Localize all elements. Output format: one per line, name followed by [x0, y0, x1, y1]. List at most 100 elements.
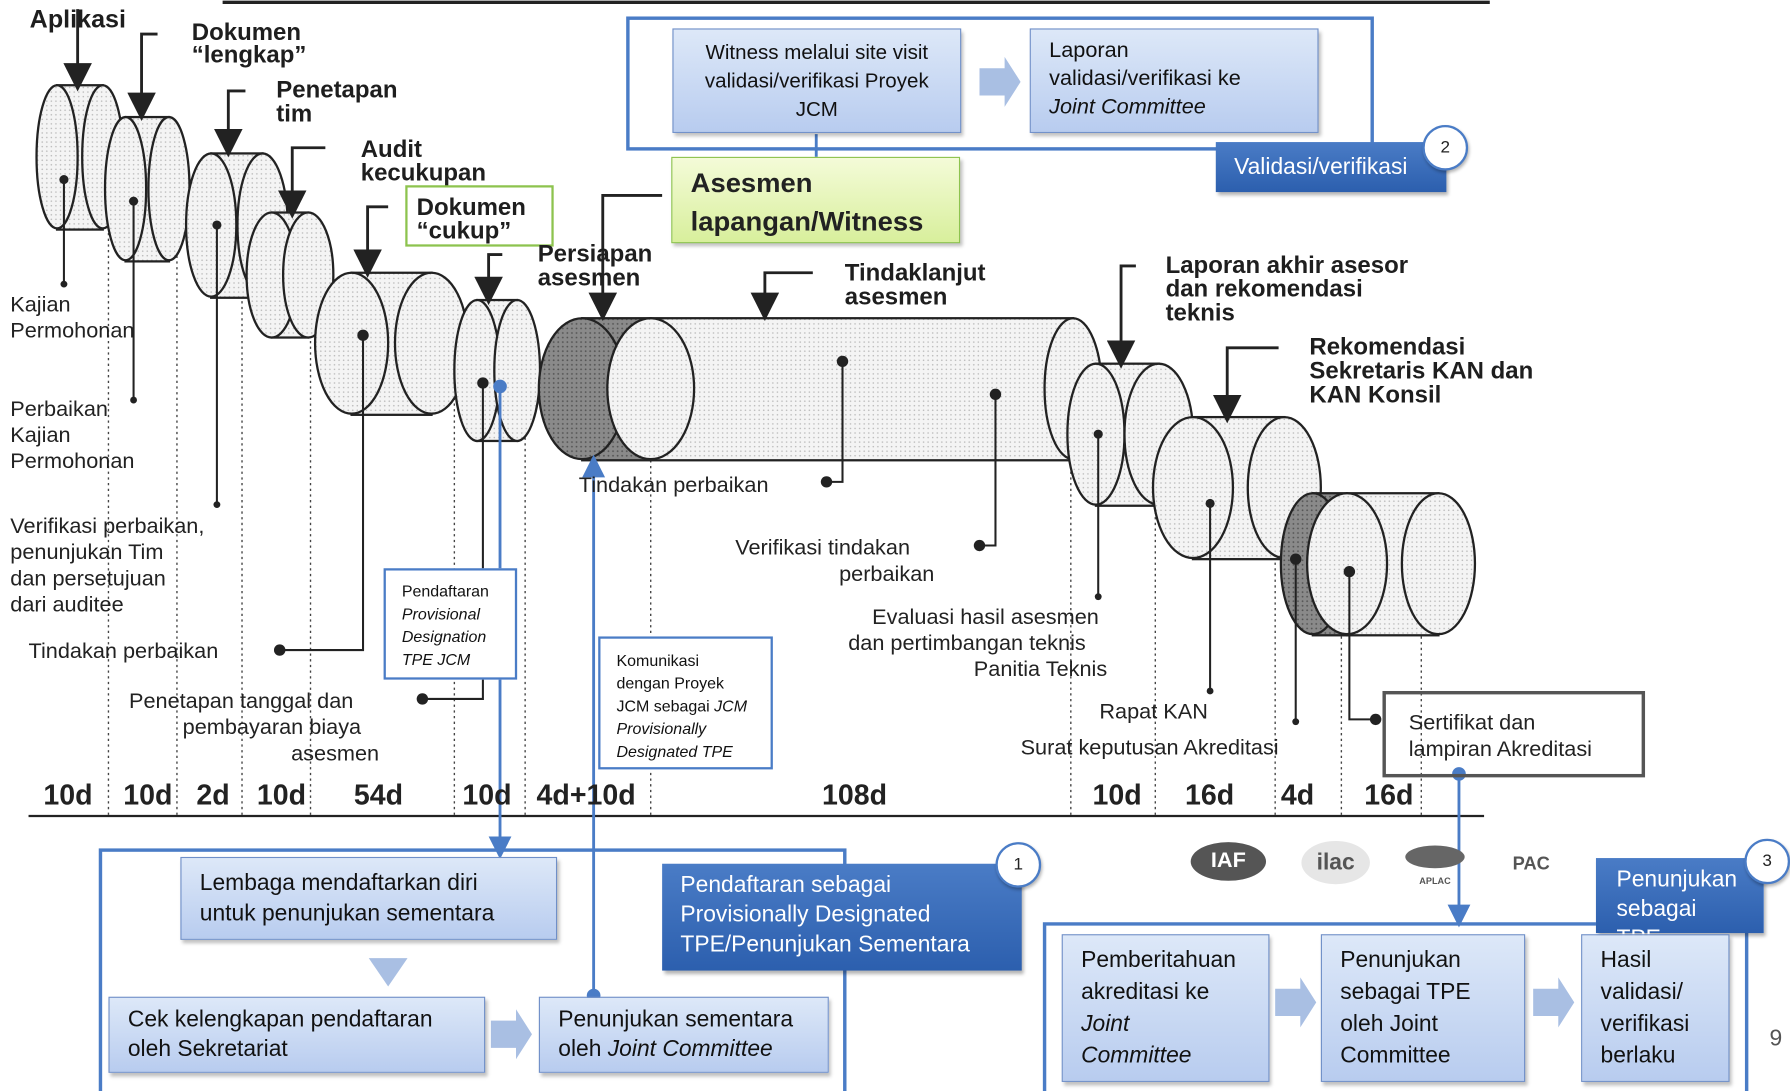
penunjukan-sementara-line-2: oleh Joint Committee — [558, 1034, 809, 1064]
badge-1: 1 — [995, 842, 1042, 888]
label-rekomendasi-2: Sekretaris KAN dan — [1309, 357, 1534, 385]
cek-line-2: oleh Sekretariat — [127, 1036, 288, 1062]
cek-line-1: Cek kelengkapan pendaftaran — [127, 1006, 433, 1032]
aplac-globe-icon — [1405, 845, 1465, 869]
label-perbaikan-3: Permohonan — [10, 450, 135, 474]
label-penetapan-tim-2: tim — [276, 101, 313, 128]
penunjukan-sementara-line-1: Penunjukan sementara — [558, 1006, 794, 1032]
kom-line-5: Designated TPE — [616, 742, 733, 761]
pd-line-1: Pendaftaran — [401, 581, 489, 601]
pd-line-3: Designation — [401, 627, 487, 646]
day-label-11: 4d — [1280, 779, 1315, 812]
label-rapat-kan: Rapat KAN — [1099, 700, 1208, 724]
day-label-6: 10d — [462, 779, 512, 812]
hasil-line-1: Hasil — [1600, 947, 1652, 973]
day-label-3: 2d — [196, 779, 230, 812]
pendaftaran-pd-box: Pendaftaran Provisional Designation TPE … — [383, 568, 518, 680]
day-label-4: 10d — [256, 779, 307, 812]
lembaga-mendaftar-box: Lembaga mendaftarkan diri untuk penunjuk… — [180, 856, 558, 940]
kom-line-3: JCM sebagai JCM — [616, 694, 754, 717]
label-dokumen-cukup-1: Dokumen — [416, 194, 526, 221]
laporan-line-2: validasi/verifikasi ke — [1049, 67, 1241, 91]
pd-line-2: Provisional — [401, 604, 481, 623]
badge-3: 3 — [1744, 838, 1790, 885]
day-label-10: 16d — [1184, 779, 1235, 812]
tag3-line-1: Penunjukan — [1616, 867, 1738, 893]
label-tindakan-perbaikan-mid: Tindakan perbaikan — [578, 473, 769, 498]
day-label-12: 16d — [1364, 779, 1414, 812]
day-label-1: 10d — [43, 779, 93, 812]
label-verifikasi-2: penunjukan Tim — [10, 540, 164, 565]
label-dokumen-cukup-2: “cukup” — [416, 218, 512, 245]
day-label-2: 10d — [123, 779, 173, 812]
laporan-validasi-box: Laporan validasi/verifikasi ke Joint Com… — [1029, 28, 1319, 133]
hasil-line-3: verifikasi — [1600, 1011, 1690, 1037]
label-evaluasi-1: Evaluasi hasil asesmen — [872, 605, 1099, 630]
iaf-logo: IAF — [1190, 842, 1267, 881]
label-audit-2: kecukupan — [360, 160, 487, 187]
label-verifikasi-tindakan-2: perbaikan — [839, 562, 935, 587]
penunjukan-tpe-line-3: oleh Joint — [1340, 1011, 1438, 1037]
penunjukan-tpe-box: Penunjukan sebagai TPE oleh Joint Commit… — [1320, 934, 1526, 1082]
day-label-9: 10d — [1092, 779, 1142, 812]
lembaga-line-2: untuk penunjukan sementara — [199, 901, 495, 927]
hasil-line-4: berlaku — [1600, 1043, 1676, 1069]
pemberitahuan-line-2: akreditasi ke — [1081, 979, 1210, 1005]
sertifikat-line-1: Sertifikat dan — [1408, 711, 1536, 736]
label-dokumen-lengkap-1: Dokumen — [191, 19, 302, 46]
label-penetapan-2: pembayaran biaya — [182, 715, 362, 740]
pemberitahuan-line-3: Joint — [1081, 1011, 1130, 1037]
validasi-verifikasi-tag: Validasi/verifikasi — [1215, 142, 1447, 193]
asesmen-line-1: Asesmen — [690, 168, 813, 199]
label-tindaklanjut-1: Tindaklanjut — [844, 260, 986, 287]
label-penetapan-3: asesmen — [291, 742, 380, 767]
aplac-logo-text: APLAC — [1419, 876, 1451, 887]
day-label-5: 54d — [353, 779, 404, 812]
pac-logo: PAC — [1512, 854, 1550, 874]
label-evaluasi-3: Panitia Teknis — [973, 658, 1108, 682]
tag3-line-2: sebagai TPE — [1616, 896, 1697, 952]
day-label-8: 108d — [821, 779, 888, 812]
penunjukan-sementara-line-2a: oleh — [558, 1036, 608, 1062]
aplac-logo: APLAC — [1402, 843, 1468, 887]
label-kajian-2: Permohonan — [10, 319, 135, 344]
tag1-line-2: Provisionally Designated — [680, 902, 931, 928]
label-laporan-akhir-2: dan rekomendasi — [1165, 276, 1363, 303]
label-persiapan-2: asesmen — [537, 264, 641, 291]
pemberitahuan-line-1: Pemberitahuan — [1081, 947, 1236, 973]
page-number: 9 — [1769, 1026, 1783, 1052]
label-penetapan-tim-1: Penetapan — [276, 77, 398, 104]
label-perbaikan-1: Perbaikan — [10, 397, 108, 422]
kom-line-3a: JCM sebagai — [616, 696, 715, 715]
label-verifikasi-3: dan persetujuan — [10, 567, 166, 591]
kom-line-1: Komunikasi — [616, 651, 700, 670]
label-kajian-1: Kajian — [10, 293, 71, 318]
label-verifikasi-tindakan-1: Verifikasi tindakan — [735, 536, 911, 561]
penunjukan-sementara-line-2b: Joint Committee — [607, 1036, 773, 1062]
label-tindaklanjut-2: asesmen — [844, 284, 948, 311]
pemberitahuan-box: Pemberitahuan akreditasi ke Joint Commit… — [1061, 934, 1270, 1082]
asesmen-line-2: lapangan/Witness — [690, 206, 924, 238]
komunikasi-box: Komunikasi dengan Proyek JCM sebagai JCM… — [598, 636, 773, 770]
label-verifikasi-4: dari auditee — [10, 593, 124, 618]
penunjukan-sementara-box: Penunjukan sementara oleh Joint Committe… — [538, 996, 829, 1073]
kom-line-2: dengan Proyek — [616, 673, 724, 693]
laporan-line-3: Joint Committee — [1049, 95, 1206, 120]
penunjukan-tpe-line-4: Committee — [1340, 1043, 1451, 1069]
tag1-line-3: TPE/Penunjukan Sementara — [680, 931, 970, 957]
label-verifikasi-1: Verifikasi perbaikan, — [10, 514, 205, 539]
label-aplikasi: Aplikasi — [29, 4, 127, 33]
penunjukan-tpe-tag: Penunjukan sebagai TPE — [1595, 858, 1764, 951]
pd-line-4: TPE JCM — [401, 650, 471, 669]
sertifikat-box: Sertifikat dan lampiran Akreditasi — [1382, 690, 1646, 778]
label-laporan-akhir-3: teknis — [1165, 300, 1235, 327]
penunjukan-tpe-line-2: sebagai TPE — [1340, 979, 1471, 1005]
label-tindakan-perbaikan-left: Tindakan perbaikan — [28, 639, 219, 664]
hasil-validasi-box: Hasil validasi/ verifikasi berlaku — [1581, 934, 1730, 1082]
lembaga-line-1: Lembaga mendaftarkan diri — [199, 870, 478, 896]
kom-line-4: Provisionally — [616, 719, 707, 738]
label-persiapan-1: Persiapan — [537, 240, 653, 268]
label-dokumen-lengkap-2: “lengkap” — [191, 42, 307, 69]
